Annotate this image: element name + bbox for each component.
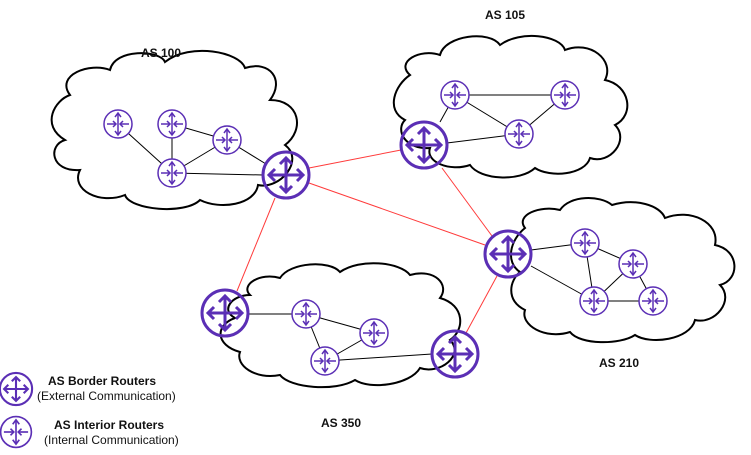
as350-label: AS 350 xyxy=(321,416,362,430)
border-router-icon xyxy=(200,288,250,338)
interior-router-icon xyxy=(291,299,321,329)
interior-router-icon xyxy=(638,286,668,316)
interior-router-icon xyxy=(440,80,470,110)
legend-interior-router-icon xyxy=(0,415,33,449)
interior-router-icon xyxy=(157,109,187,139)
legend-border-subtitle: (External Communication) xyxy=(37,389,176,403)
as100-label: AS 100 xyxy=(141,46,182,60)
interior-router-icon xyxy=(570,228,600,258)
legend-interior-routers: AS Interior Routers (Internal Communicat… xyxy=(44,418,179,448)
external-links xyxy=(236,149,498,334)
legend-border-title: AS Border Routers xyxy=(47,374,157,388)
interior-router-icon xyxy=(157,158,187,188)
interior-router-icon xyxy=(504,119,534,149)
legend-border-router-icon xyxy=(0,371,34,407)
border-router-icon xyxy=(261,150,311,200)
interior-router-icon xyxy=(310,346,340,376)
interior-router-icon xyxy=(618,249,648,279)
border-router-icon xyxy=(430,329,480,379)
legend-border-routers: AS Border Routers (External Communicatio… xyxy=(37,374,176,404)
cloud-as350 xyxy=(219,262,462,389)
border-router-icon xyxy=(399,120,449,170)
interior-router-icon xyxy=(212,125,242,155)
interior-router-icon xyxy=(579,286,609,316)
interior-router-icon xyxy=(550,80,580,110)
legend-interior-title: AS Interior Routers xyxy=(53,418,164,432)
border-router-icon xyxy=(483,229,533,279)
interior-router-icon xyxy=(103,109,133,139)
legend-interior-subtitle: (Internal Communication) xyxy=(44,433,179,447)
as210-label: AS 210 xyxy=(599,356,640,370)
as105-label: AS 105 xyxy=(485,8,526,22)
interior-router-icon xyxy=(359,318,389,348)
